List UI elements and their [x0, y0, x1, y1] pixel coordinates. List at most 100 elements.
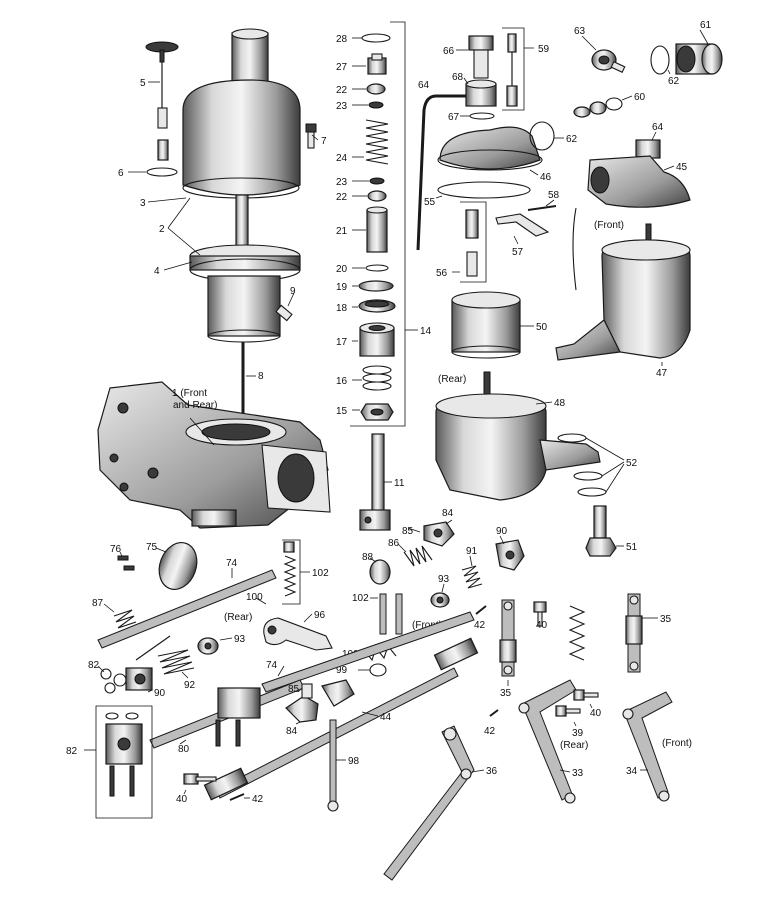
label-part-50: 50 — [536, 322, 548, 333]
lever-part-96 — [263, 617, 333, 651]
label-part-20: 20 — [336, 264, 348, 275]
label-part-66: 66 — [443, 46, 455, 57]
label-part-52: 52 — [626, 458, 638, 469]
label-part-33: 33 — [572, 768, 584, 779]
union-part-64b — [635, 139, 661, 159]
clip-part-99 — [369, 663, 387, 677]
washer-part-62b — [650, 45, 670, 75]
label-part-87: 87 — [92, 598, 104, 609]
label-part-42a: 42 — [474, 620, 486, 631]
label-part-40c: 40 — [590, 708, 602, 719]
label-part-24: 24 — [336, 153, 348, 164]
arm-part-lower — [321, 679, 355, 707]
spring-part-16 — [362, 365, 392, 391]
needle-part-59 — [506, 33, 518, 107]
label-part-64b: 64 — [652, 122, 664, 133]
label-part-76: 76 — [110, 544, 122, 555]
label-part-28: 28 — [336, 34, 348, 45]
label-part-15: 15 — [336, 406, 348, 417]
jet-part-11 — [359, 433, 391, 531]
label-part-21: 21 — [336, 226, 348, 237]
label-part-6: 6 — [118, 168, 124, 179]
label-part-61: 61 — [700, 20, 712, 31]
link-part-35a — [499, 599, 517, 677]
pin-part-42a — [475, 605, 487, 615]
label-part-8: 8 — [258, 371, 264, 382]
label-part-3: 3 — [140, 198, 146, 209]
lever-part-33 — [518, 679, 577, 804]
label-part-84b: 84 — [286, 726, 298, 737]
label-part-1b: and Rear) — [173, 400, 217, 411]
label-part-5: 5 — [140, 78, 146, 89]
union-nut-part-61 — [675, 43, 723, 75]
label-part-42b: 42 — [252, 794, 264, 805]
float-chamber-part-47 — [555, 223, 691, 361]
label-part-90a: 90 — [154, 688, 166, 699]
label-part-45: 45 — [676, 162, 688, 173]
label-part-17: 17 — [336, 337, 348, 348]
washer-part-23b — [369, 177, 385, 185]
link-part-36 — [383, 725, 475, 881]
annotation-front-b: (Front) — [412, 620, 442, 631]
label-part-51: 51 — [626, 542, 638, 553]
label-part-74a: 74 — [226, 558, 238, 569]
label-part-42c: 42 — [484, 726, 496, 737]
label-part-86: 86 — [388, 538, 400, 549]
carburettor-body-part-1 — [97, 381, 331, 529]
float-chamber-lid-part-45 — [587, 155, 691, 208]
pin-part-42c — [489, 709, 499, 717]
piston-part-4 — [189, 244, 301, 343]
spring-part-24 — [365, 119, 389, 165]
label-part-68: 68 — [452, 72, 464, 83]
bolt-part-66 — [468, 35, 494, 79]
label-part-19: 19 — [336, 282, 348, 293]
label-part-18: 18 — [336, 303, 348, 314]
label-part-11: 11 — [394, 478, 405, 489]
label-part-23b: 23 — [336, 177, 348, 188]
spring-part-87 — [113, 609, 137, 629]
spring-part-102 — [283, 541, 297, 597]
label-part-39: 39 — [572, 728, 584, 739]
lever-part-84b — [285, 683, 319, 723]
label-part-102a: 102 — [312, 568, 329, 579]
label-part-88: 88 — [362, 552, 374, 563]
suction-chamber-part-3 — [182, 28, 301, 199]
label-part-75: 75 — [146, 542, 158, 553]
annotation-rear-b: (Rear) — [224, 612, 252, 623]
float-part-50 — [451, 291, 521, 359]
label-part-16: 16 — [336, 376, 348, 387]
spring-part-86 — [403, 545, 433, 567]
label-part-91: 91 — [466, 546, 478, 557]
label-part-56: 56 — [436, 268, 448, 279]
label-part-74b: 74 — [266, 660, 278, 671]
label-part-9: 9 — [290, 286, 296, 297]
label-part-55: 55 — [424, 197, 436, 208]
float-chamber-part-48 — [435, 371, 601, 501]
union-part-63 — [591, 49, 626, 73]
washer-part-19 — [358, 280, 394, 292]
clamp-assembly-part-82 — [105, 712, 143, 797]
jet-assembly-column: 14 28 27 22 23 24 23 22 — [336, 21, 432, 531]
label-part-60: 60 — [634, 92, 646, 103]
gland-part-22 — [366, 83, 386, 95]
lever-part-34 — [622, 691, 673, 802]
washer-part-20 — [365, 264, 389, 272]
union-part-60 — [573, 97, 623, 118]
label-part-47: 47 — [656, 368, 668, 379]
screw-part-9 — [275, 304, 293, 322]
rod-part-44 — [203, 637, 479, 801]
washer-part-23 — [368, 101, 384, 109]
screw-part-7 — [305, 123, 317, 149]
washer-part-6 — [146, 167, 178, 177]
bush-part-88 — [369, 559, 391, 585]
label-part-23a: 23 — [336, 101, 348, 112]
annotation-front-a: (Front) — [594, 220, 624, 231]
label-part-102b: 102 — [352, 593, 369, 604]
label-part-35a: 35 — [500, 688, 512, 699]
pin-part-58 — [527, 205, 557, 211]
label-part-59: 59 — [538, 44, 550, 55]
label-part-93a: 93 — [234, 634, 246, 645]
label-part-82a: 82 — [88, 660, 100, 671]
screws-part-76 — [117, 555, 135, 571]
nut-part-15 — [360, 403, 394, 421]
